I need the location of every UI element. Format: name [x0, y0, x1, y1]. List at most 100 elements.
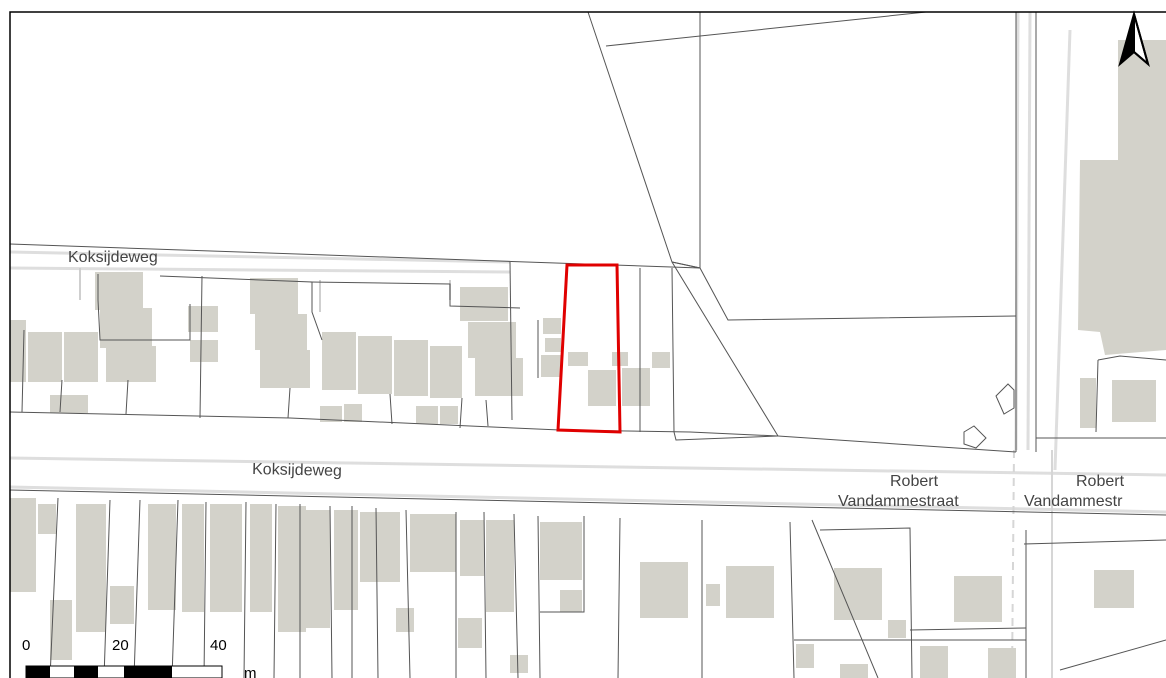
building: [188, 306, 218, 332]
parcel-layer: [9, 11, 1166, 678]
building: [568, 352, 588, 366]
parcel-line: [995, 383, 1015, 415]
building: [416, 406, 438, 424]
building: [475, 358, 523, 396]
road-layer: [9, 11, 1166, 514]
building: [76, 504, 106, 632]
building: [106, 346, 156, 382]
building: [182, 504, 204, 612]
building: [190, 340, 218, 362]
building: [250, 278, 298, 314]
parcel-line: [794, 627, 1027, 641]
parcel-line: [9, 411, 1017, 453]
dashed-road: [1011, 449, 1015, 678]
building: [344, 404, 362, 422]
building: [100, 308, 152, 348]
building: [460, 520, 484, 576]
building: [64, 332, 98, 382]
parcel-line: [455, 511, 541, 678]
building: [1078, 40, 1166, 355]
street-label-koksijdeweg-south: Koksijdeweg: [252, 461, 342, 480]
parcel-line: [203, 501, 301, 678]
scale-tick-40: 40: [210, 637, 227, 654]
street-label-robert-vandammestr-line1: Robert: [1076, 473, 1125, 490]
parcel-line: [671, 261, 1017, 321]
building: [396, 608, 414, 632]
building: [1080, 378, 1096, 428]
parcel-line: [540, 516, 795, 678]
parcel-line: [639, 267, 675, 433]
building: [50, 395, 88, 413]
building: [255, 314, 307, 350]
north-arrow-icon: [1118, 10, 1150, 67]
parcel-line: [509, 261, 513, 421]
street-label-robert-vandammestr-line2: Vandammestr: [1024, 493, 1123, 510]
building: [10, 320, 26, 382]
building: [110, 586, 134, 624]
parcel-line: [49, 497, 179, 678]
parcel-line: [1095, 355, 1166, 433]
building: [410, 514, 456, 572]
parcel-line: [605, 11, 927, 47]
building: [920, 646, 948, 678]
street-label-koksijdeweg-north: Koksijdeweg: [68, 249, 158, 266]
building: [1094, 570, 1134, 608]
building: [560, 590, 582, 612]
building: [250, 504, 272, 612]
building: [588, 370, 616, 406]
scale-tick-0: 0: [22, 637, 30, 654]
building: [652, 352, 670, 368]
building: [468, 322, 516, 358]
building: [394, 340, 428, 396]
building-layer: [10, 40, 1166, 678]
side-road: [1053, 29, 1072, 471]
parcel-line: [329, 505, 411, 678]
koksijdeweg-north-road-edge: [9, 266, 511, 274]
building: [322, 332, 356, 390]
building: [334, 510, 358, 610]
building: [358, 336, 392, 394]
parcel-line: [587, 11, 779, 437]
parcel-line: [1059, 639, 1166, 671]
building: [640, 562, 688, 618]
koksijdeweg-south-road-edge: [9, 485, 1166, 514]
building: [988, 648, 1016, 678]
parcel-line: [811, 519, 1166, 678]
building: [306, 510, 330, 628]
building: [834, 568, 882, 620]
building: [541, 355, 561, 377]
highlighted-parcel[interactable]: [556, 263, 622, 434]
building: [545, 338, 561, 352]
koksijdeweg-south-road: [9, 456, 1166, 477]
building: [38, 504, 56, 534]
parcel-line: [159, 275, 323, 341]
building: [50, 600, 72, 660]
building: [320, 406, 342, 422]
parcel-line: [309, 281, 521, 309]
building: [543, 318, 561, 334]
building: [278, 506, 306, 632]
building: [458, 618, 482, 648]
building: [510, 655, 528, 673]
building: [260, 350, 310, 388]
building: [430, 346, 462, 398]
map-frame: [9, 11, 1166, 678]
building: [540, 522, 582, 580]
robert-vandammestraat-road-edge: [1026, 11, 1032, 451]
street-label-robert-vandammestraat-line1: Robert: [890, 473, 939, 490]
parcel-line: [21, 275, 203, 419]
building: [1112, 380, 1156, 422]
parcel-line: [97, 274, 191, 341]
parcel-line: [287, 320, 539, 429]
building: [796, 644, 814, 668]
parcel-line: [673, 431, 779, 441]
scale-unit: m: [244, 665, 257, 678]
building: [888, 620, 906, 638]
building: [706, 584, 720, 606]
building: [95, 272, 143, 310]
building: [726, 566, 774, 618]
building: [10, 498, 36, 592]
building: [28, 332, 62, 382]
